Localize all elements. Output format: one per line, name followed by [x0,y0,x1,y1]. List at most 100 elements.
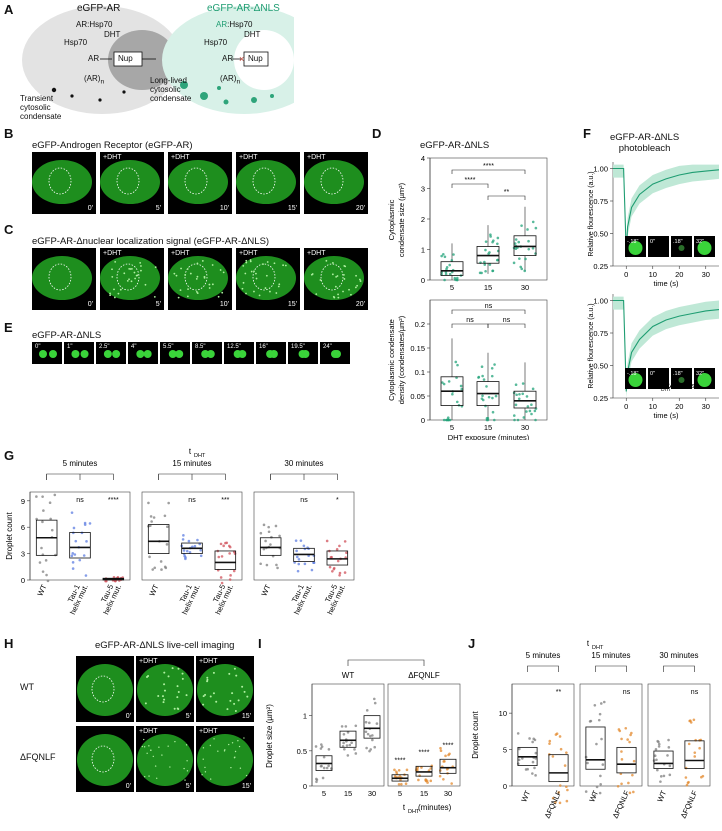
data-point [299,539,303,542]
data-point [41,520,44,524]
condensate-dot [315,293,318,296]
d-top-y-tick-label: 4 [421,154,425,163]
droplet-image [136,350,152,358]
h-row-label: ΔFQNLF [20,752,56,762]
panel-h-title: eGFP-AR-ΔNLS live-cell imaging [95,640,235,651]
data-point [491,410,495,414]
data-point [417,778,420,782]
data-point [531,246,535,250]
data-point [517,758,521,762]
data-point [41,495,44,498]
data-point [53,493,57,497]
data-point [557,791,560,794]
data-point [534,774,537,777]
panel-letter-a: A [4,2,14,17]
panel-letter-d: D [372,126,382,141]
data-point [165,543,169,546]
frame-time: 15' [241,713,251,720]
facet-title: 15 minutes [591,651,630,660]
condensate-dot [184,274,187,276]
box [684,740,705,769]
data-point [534,757,538,760]
condensate-dot [325,259,328,262]
data-point [443,278,446,282]
condensate-dot [180,267,182,270]
data-point [332,567,336,571]
facet-title: 5 minutes [526,651,561,660]
i-xlabel: t [403,803,406,812]
data-point [518,392,521,396]
frame-time: 10' [219,205,229,212]
data-point [486,418,490,422]
data-point [184,556,187,559]
f-note: t = 24 hours [655,381,695,390]
box [440,261,464,276]
data-point [523,269,527,273]
label-nup-left: Nup [118,54,133,63]
f-x-tick-label: 10 [649,402,657,411]
data-point [185,549,189,553]
data-point [269,543,272,546]
condensate-dot [143,746,146,748]
data-point [193,544,197,548]
data-point [593,794,597,797]
data-point [496,242,499,246]
condensate-dot [212,671,215,674]
data-point [220,581,224,585]
droplet-image [71,350,89,358]
d-bsig1-label: ns [485,303,493,310]
data-point [373,745,377,749]
label-arn-left: (AR)n [84,74,105,86]
data-point [350,741,353,745]
f-xlabel: time (s) [654,411,680,420]
data-point [514,238,518,241]
data-point [515,393,518,397]
droplet [80,350,89,358]
data-point [528,737,531,740]
frame-tag: +DHT [171,154,190,161]
data-point [44,559,48,562]
data-point [487,395,491,399]
condensate-dot [233,702,236,705]
data-point [342,741,345,745]
data-point [667,746,671,749]
f-x-tick-label: 20 [675,270,683,279]
data-point [620,737,623,741]
data-point [492,239,495,242]
condensate-dot [255,272,257,275]
i-sig: **** [443,742,454,749]
data-point [525,395,529,398]
data-point [294,539,298,542]
data-point [147,501,150,505]
data-point [531,772,534,775]
data-point [448,418,452,422]
cell-body [137,734,193,786]
data-point [325,539,329,543]
panel-d-title: eGFP-AR-ΔNLS [420,140,490,151]
data-point [49,517,52,521]
condensate-dot [204,771,207,773]
data-point [159,560,163,563]
data-point [687,780,690,784]
j-xtick: ΔFQNLF [679,789,700,820]
condensate-dot [223,750,226,752]
condensate-dot [219,269,222,271]
data-point [182,534,185,537]
data-point [312,561,316,564]
data-point [196,538,199,542]
condensate-dot [111,275,114,278]
data-point [659,780,662,783]
condensate-dot [113,296,116,299]
condensate-dot [186,268,189,270]
data-point [439,749,443,752]
droplet-image [201,350,215,358]
data-point [519,265,523,269]
timelapse-frame: 19.5" [288,342,318,364]
data-point [327,764,330,768]
f-confidence-band [613,296,719,398]
data-point [73,553,77,556]
nucleus-outline [48,167,72,195]
condensate-dot [226,708,229,711]
data-point [371,734,374,737]
condensate-dot [208,283,211,286]
